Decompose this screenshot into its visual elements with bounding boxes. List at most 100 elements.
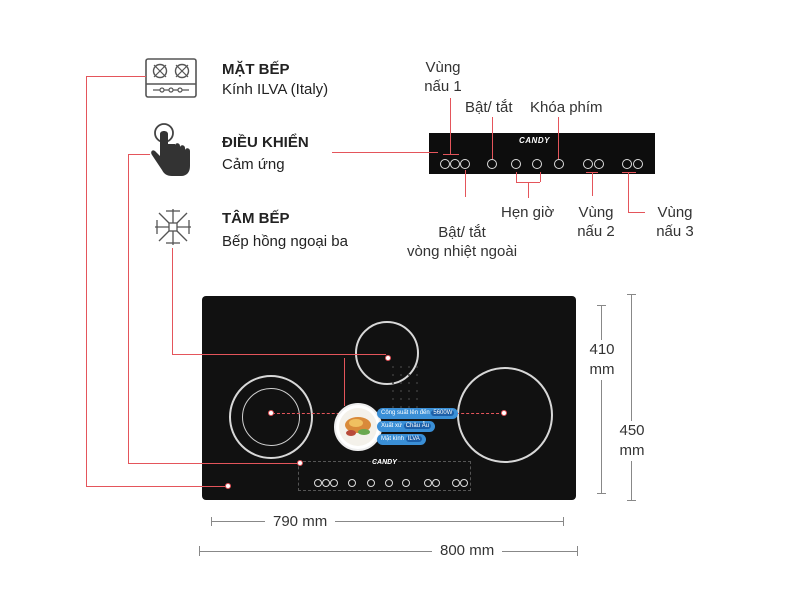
leader-glass-bottom — [86, 486, 226, 487]
dim-inner-depth-tick-b — [597, 493, 606, 494]
leader-power — [492, 117, 493, 159]
panel-button-timer-plus — [532, 159, 542, 169]
panel-brand-logo: CANDY — [519, 136, 550, 145]
marker-left-zone — [268, 410, 274, 416]
touch-hand-icon — [150, 122, 192, 178]
panel-button-zone2-a — [583, 159, 593, 169]
label-zone1: Vùng nấu 1 — [424, 59, 462, 95]
leader-keylock — [558, 117, 559, 159]
glass-dot — [416, 406, 418, 408]
touch-key-8 — [424, 479, 432, 487]
leader-zone1-bracket — [443, 154, 459, 155]
glass-dot — [400, 382, 402, 384]
badge-origin: Xuất xứ Châu Âu — [377, 421, 436, 432]
panel-button-zone3-a — [622, 159, 632, 169]
leader-glass-top — [86, 76, 146, 77]
dim-outer-width-tick-l — [199, 546, 200, 556]
control-panel-closeup: CANDY — [429, 133, 655, 174]
feature-stove-icon — [145, 58, 197, 98]
glass-dot — [392, 390, 394, 392]
dim-outer-width-label: 800 mm — [432, 541, 503, 561]
dim-outer-depth-line — [631, 294, 632, 501]
leader-control-top — [128, 154, 150, 155]
cooking-zone-left-inner — [242, 388, 300, 446]
leader-burner-v — [172, 248, 173, 354]
panel-button-zone2-b — [594, 159, 604, 169]
feature-title-burner: TÂM BẾP — [222, 210, 290, 227]
badge-power: Công suất lên đến 5600W — [377, 408, 459, 419]
touch-key-4 — [348, 479, 356, 487]
feature-title-control: ĐIỀU KHIỂN — [222, 134, 309, 151]
panel-button-power — [487, 159, 497, 169]
glass-dot — [416, 366, 418, 368]
leader-zone3-foot — [628, 212, 645, 213]
cooking-zone-right — [457, 367, 553, 463]
marker-top-zone — [385, 355, 391, 361]
glass-dot — [392, 382, 394, 384]
panel-button-keylock — [554, 159, 564, 169]
touch-key-3 — [330, 479, 338, 487]
leader-zone3 — [628, 172, 629, 212]
glass-dot — [392, 374, 394, 376]
glass-dot — [408, 374, 410, 376]
glass-dot — [400, 366, 402, 368]
leader-control-v — [128, 154, 129, 463]
glass-dot — [408, 390, 410, 392]
leader-badge-v — [344, 358, 345, 406]
glass-dot — [408, 398, 410, 400]
leader-zone2 — [592, 172, 593, 196]
dim-inner-width-tick-r — [563, 517, 564, 526]
glass-dot — [416, 382, 418, 384]
glass-dot — [392, 406, 394, 408]
marker-right-zone — [501, 410, 507, 416]
leader-glass-v — [86, 76, 87, 486]
glass-dot — [392, 366, 394, 368]
touch-key-9 — [432, 479, 440, 487]
touch-panel-outline — [298, 461, 471, 491]
badge-glass: Mặt kính ILVA — [377, 434, 426, 445]
dim-inner-depth-tick-t — [597, 305, 606, 306]
touch-key-7 — [402, 479, 410, 487]
touch-key-2 — [322, 479, 330, 487]
dim-inner-width-line — [211, 521, 563, 522]
label-outer-ring: Bật/ tắt vòng nhiệt ngoài — [406, 224, 518, 260]
label-zone3: Vùng nấu 3 — [656, 204, 694, 240]
dim-inner-width-tick-l — [211, 517, 212, 526]
touch-key-6 — [385, 479, 393, 487]
leader-timer-l — [516, 172, 517, 182]
dim-inner-width-label: 790 mm — [265, 512, 336, 532]
dim-outer-depth-label: 450 mm — [614, 421, 650, 461]
glass-dot — [400, 374, 402, 376]
touch-key-11 — [460, 479, 468, 487]
dish-image — [334, 403, 382, 451]
leader-control — [332, 152, 438, 153]
leader-timer — [528, 182, 529, 198]
leader-zone1 — [450, 98, 451, 154]
cooktop-glass: CANDY — [202, 296, 576, 500]
glass-dot — [392, 398, 394, 400]
panel-button-timer-minus — [511, 159, 521, 169]
panel-button-outer-ring — [460, 159, 470, 169]
panel-button-zone3-b — [633, 159, 643, 169]
dim-outer-depth-tick-b — [627, 500, 636, 501]
label-timer: Hẹn giờ — [501, 204, 555, 221]
leader-outer-ring — [465, 170, 466, 197]
panel-button-zone1-b — [450, 159, 460, 169]
feature-subtitle-cooktop: Kính ILVA (Italy) — [222, 81, 329, 98]
touch-key-10 — [452, 479, 460, 487]
touch-key-1 — [314, 479, 322, 487]
glass-dot — [416, 374, 418, 376]
cooktop-brand-logo: CANDY — [372, 459, 397, 466]
dim-inner-depth-label: 410 mm — [585, 340, 619, 380]
touch-key-5 — [367, 479, 375, 487]
glass-dot — [400, 398, 402, 400]
glass-dot — [400, 406, 402, 408]
leader-burner-h — [172, 354, 386, 355]
dim-outer-depth-tick-t — [627, 294, 636, 295]
dim-outer-width-line — [199, 551, 577, 552]
label-zone2: Vùng nấu 2 — [577, 204, 615, 240]
dim-inner-depth-line — [601, 305, 602, 493]
glass-dot — [416, 398, 418, 400]
leader-timer-r — [540, 172, 541, 182]
glass-dot — [400, 390, 402, 392]
